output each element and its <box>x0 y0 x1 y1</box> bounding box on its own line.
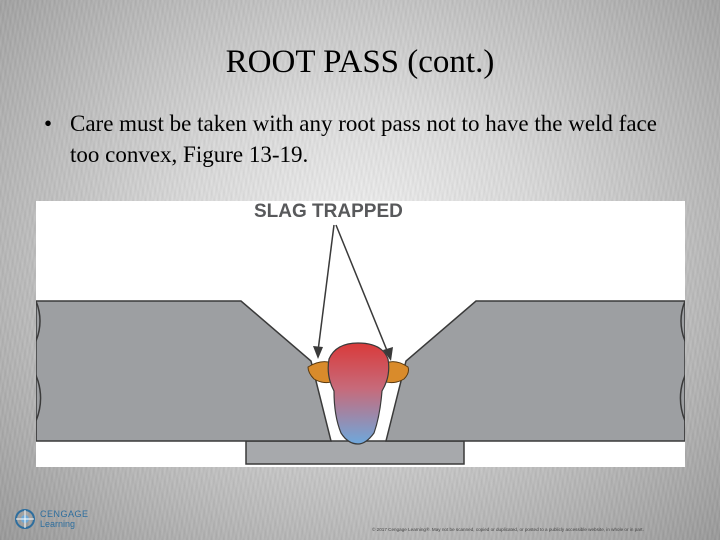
slide-title: ROOT PASS (cont.) <box>225 44 495 80</box>
logo-text-top: CENGAGE <box>40 509 89 519</box>
right-plate <box>385 300 685 442</box>
arrow-head-right <box>383 347 393 361</box>
arrow-line-left <box>317 224 335 352</box>
weld-diagram: SLAG TRAPPED <box>36 201 685 465</box>
weld-bead <box>327 342 390 445</box>
backing-strip <box>245 440 465 465</box>
weld-figure: SLAG TRAPPED <box>36 201 685 467</box>
publisher-logo: CENGAGE Learning <box>14 508 89 530</box>
right-break-line <box>679 300 685 441</box>
bullet-text: Care must be taken with any root pass no… <box>70 111 657 167</box>
left-plate <box>36 300 332 442</box>
bullet-marker: • <box>44 111 53 136</box>
arrow-head-left <box>313 346 323 359</box>
bullet-item: • Care must be taken with any root pass … <box>44 108 684 170</box>
copyright-note: © 2017 Cengage Learning®. May not be sca… <box>372 527 644 532</box>
cengage-logo-icon <box>15 509 35 529</box>
figure-label: SLAG TRAPPED <box>254 201 403 222</box>
logo-text-bottom: Learning <box>40 519 76 529</box>
left-break-line <box>36 300 42 441</box>
arrow-line-right <box>335 224 389 354</box>
